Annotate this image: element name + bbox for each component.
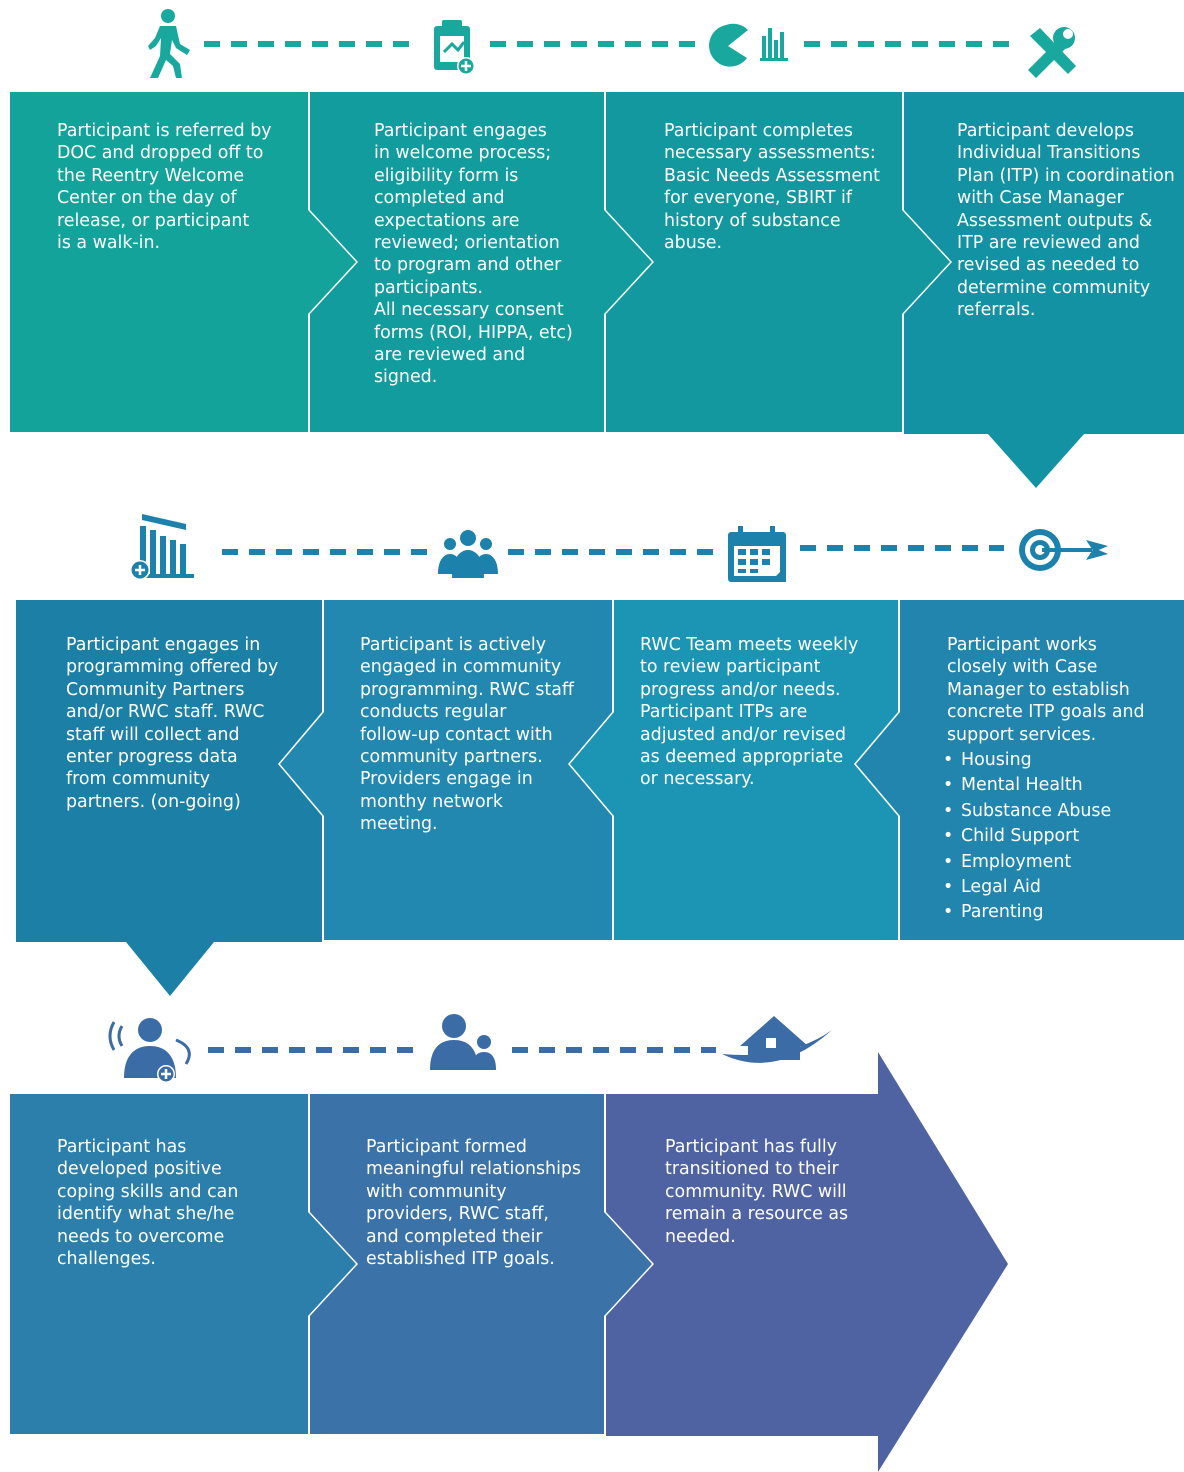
row3-box-2 [310,1094,652,1434]
row2-box-2 [280,600,612,940]
group-people-icon [438,530,498,578]
row2-connectors [222,545,1004,555]
row1-box-2-text: Participant engages in welcome process; … [374,121,573,388]
row3-box-1-text: Participant has developed positive copin… [57,1137,239,1270]
row2-box-1-text: Participant engages in programming offer… [66,635,279,812]
list-item: Substance Abuse [943,799,1111,825]
person-talking-icon [108,1018,191,1083]
list-item: Child Support [943,824,1111,850]
list-item: Parenting [943,900,1111,926]
row2-box-3 [570,600,898,940]
walking-person-icon [148,9,190,78]
list-item: Mental Health [943,773,1111,799]
row3-box-2-text: Participant formed meaningful relationsh… [366,1137,581,1270]
bar-chart-plus-icon [130,514,194,580]
row2-box-4-text: Participant works closely with Case Mana… [947,635,1145,745]
row1-box-2 [310,92,652,432]
row1-box-1 [10,92,356,432]
pie-chart-bars-icon [709,23,788,67]
row2-box-3-text: RWC Team meets weekly to review particip… [640,635,859,790]
list-item: Legal Aid [943,875,1111,901]
clipboard-plus-icon [434,20,475,75]
row1-box-4 [904,92,1184,488]
row1-box-3-text: Participant completes necessary assessme… [664,121,880,254]
row3-box-3-text: Participant has fully transitioned to th… [665,1137,849,1247]
mentor-people-icon [430,1014,496,1070]
row2-box-2-text: Participant is actively engaged in commu… [360,635,574,835]
list-item: Housing [943,748,1111,774]
row2-box-1 [16,600,322,996]
tools-icon [1028,27,1076,78]
row1-box-1-text: Participant is referred by DOC and dropp… [57,121,272,254]
row3-final-arrow [606,1052,1008,1472]
house-icon [722,1016,832,1063]
target-arrow-icon [1019,529,1108,571]
list-item: Employment [943,850,1111,876]
row2-box-4-bullet-list: Housing Mental Health Substance Abuse Ch… [943,748,1111,926]
row3-box-1 [10,1094,356,1434]
row1-box-4-text: Participant develops Individual Transiti… [957,121,1175,321]
row1-box-3 [606,92,950,432]
calendar-icon [728,526,786,582]
